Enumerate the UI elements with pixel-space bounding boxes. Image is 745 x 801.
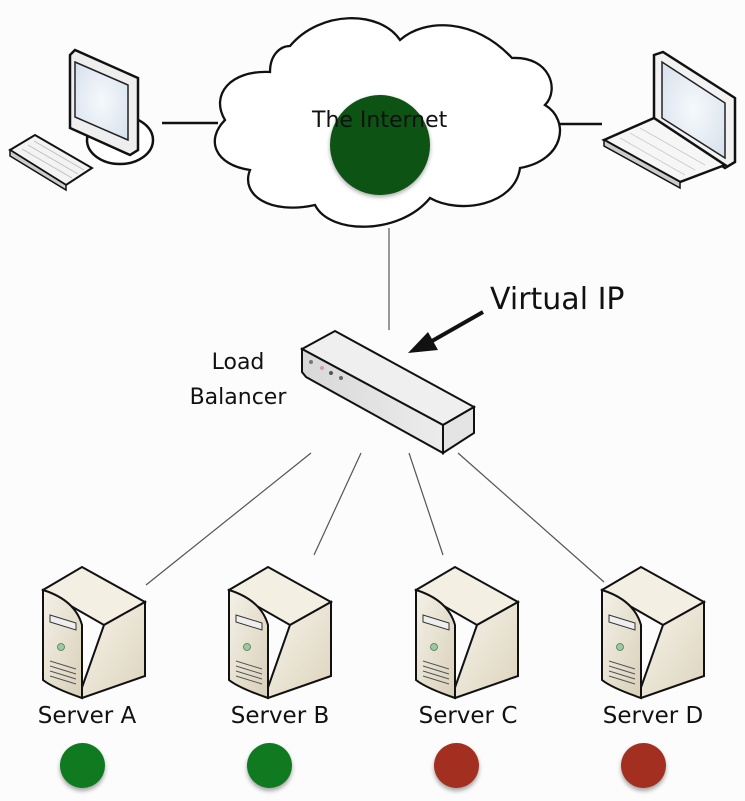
virtual-ip-label: Virtual IP <box>490 282 625 317</box>
link-lb-server-c <box>408 452 444 556</box>
load-balancer-appliance-icon <box>299 329 477 455</box>
load-balancer-label-line2: Balancer <box>189 385 287 410</box>
link-lb-server-a <box>145 452 312 586</box>
server-a-tower-icon <box>41 565 148 700</box>
server-d-status-dot <box>621 743 666 788</box>
desktop-computer-icon <box>8 48 155 192</box>
server-c-tower-icon <box>414 565 521 700</box>
internet-status-indicator <box>330 95 430 195</box>
server-c-status-dot <box>434 743 479 788</box>
server-b-label: Server B <box>230 703 330 729</box>
server-a-status-dot <box>60 743 105 788</box>
server-b-tower-icon <box>227 565 334 700</box>
laptop-computer-icon <box>601 50 737 190</box>
network-links <box>145 121 605 586</box>
internet-label: The Internet <box>312 108 448 133</box>
server-b-status-dot <box>247 743 292 788</box>
load-balancer-label-line1: Load <box>211 350 265 375</box>
server-d-label: Server D <box>602 703 704 729</box>
link-lb-server-d <box>457 452 605 583</box>
server-a-label: Server A <box>37 703 137 729</box>
server-d-tower-icon <box>600 565 707 700</box>
server-c-label: Server C <box>418 703 518 729</box>
link-lb-server-b <box>313 452 362 556</box>
virtual-ip-arrow-icon <box>408 310 484 353</box>
load-balancer-label: Load Balancer <box>186 345 290 415</box>
